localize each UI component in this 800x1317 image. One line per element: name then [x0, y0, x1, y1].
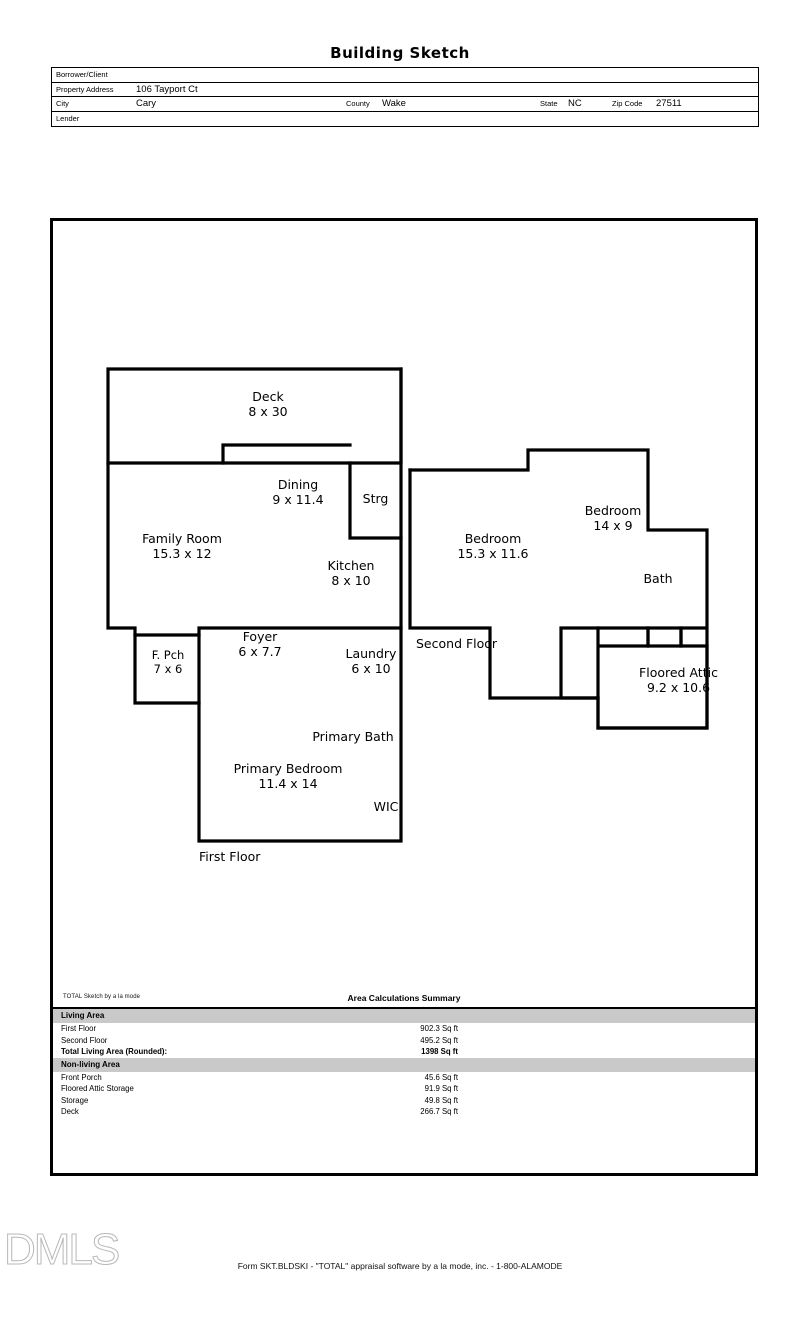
- calc-label-front-porch: Front Porch: [61, 1072, 102, 1082]
- room-label-family-room: Family Room 15.3 x 12: [142, 531, 222, 561]
- room-label-dining: Dining 9 x 11.4: [272, 477, 324, 507]
- calc-row-second-floor: Second Floor 495.2 Sq ft: [53, 1035, 755, 1047]
- floor-plan-vector: [106, 367, 709, 843]
- room-label-foyer: Foyer 6 x 7.7: [238, 629, 282, 659]
- deck-step-wall: [221, 443, 352, 465]
- calc-label-second-floor: Second Floor: [61, 1035, 108, 1045]
- summary-title-bar: TOTAL Sketch by a la mode Area Calculati…: [53, 991, 755, 1009]
- room-label-primary-bedroom: Primary Bedroom 11.4 x 14: [233, 761, 343, 791]
- first-floor-right-lower-wall: [197, 367, 403, 843]
- room-label-front-porch: F. Pch 7 x 6: [151, 648, 185, 676]
- room-label-wic: WIC: [373, 799, 399, 814]
- room-label-floored-attic: Floored Attic 9.2 x 10.6: [639, 665, 718, 695]
- room-label-bedroom-second: Bedroom 14 x 9: [584, 503, 642, 533]
- borrower-row: Borrower/Client: [52, 68, 758, 83]
- city-label: City: [56, 99, 69, 109]
- calc-label-storage: Storage: [61, 1095, 89, 1105]
- state-value: NC: [568, 98, 582, 110]
- calc-label-first-floor: First Floor: [61, 1024, 97, 1033]
- calc-row-first-floor: First Floor 902.3 Sq ft: [53, 1023, 755, 1035]
- property-address-row: Property Address 106 Tayport Ct: [52, 83, 758, 98]
- zip-code-label: Zip Code: [612, 99, 643, 109]
- nonliving-area-header: Non-living Area: [53, 1057, 755, 1072]
- lender-row: Lender: [52, 112, 758, 127]
- city-value: Cary: [136, 98, 157, 110]
- room-label-primary-bath: Primary Bath: [312, 729, 394, 744]
- sketch-credit: TOTAL Sketch by a la mode: [63, 994, 141, 1000]
- state-label: State: [540, 99, 558, 109]
- calc-row-deck: Deck 266.7 Sq ft: [53, 1106, 755, 1118]
- city-county-state-zip-row: City Cary County Wake State NC Zip Code …: [52, 97, 758, 112]
- lender-label: Lender: [56, 113, 80, 123]
- calc-row-total-living-area: Total Living Area (Rounded): 1398 Sq ft: [53, 1046, 755, 1058]
- calc-value-storage: 49.8 Sq ft: [424, 1095, 458, 1105]
- room-label-kitchen: Kitchen 8 x 10: [327, 558, 375, 588]
- area-calculations-summary: TOTAL Sketch by a la mode Area Calculati…: [53, 991, 755, 1173]
- calc-value-total-living-area: 1398 Sq ft: [421, 1047, 458, 1056]
- borrower-label: Borrower/Client: [56, 70, 108, 79]
- calc-row-storage: Storage 49.8 Sq ft: [53, 1095, 755, 1107]
- calc-value-first-floor: 902.3 Sq ft: [420, 1024, 458, 1033]
- room-label-bath: Bath: [643, 571, 673, 586]
- calc-label-floored-attic-storage: Floored Attic Storage: [61, 1084, 134, 1093]
- floor-plan-drawing: Deck 8 x 30 Dining 9 x 11.4 Strg Family …: [53, 221, 761, 1011]
- property-address-label: Property Address: [56, 84, 114, 94]
- zip-code-value: 27511: [656, 98, 682, 110]
- summary-heading: Area Calculations Summary: [347, 993, 461, 1003]
- calc-value-deck: 266.7 Sq ft: [420, 1107, 458, 1116]
- calc-value-second-floor: 495.2 Sq ft: [420, 1035, 458, 1045]
- county-value: Wake: [382, 98, 406, 110]
- room-label-deck: Deck 8 x 30: [248, 389, 288, 419]
- page-title: Building Sketch: [330, 44, 470, 62]
- first-floor-label: First Floor: [199, 849, 261, 864]
- room-label-bedroom-primary-upstairs: Bedroom 15.3 x 11.6: [457, 531, 529, 561]
- floored-attic-outline: [596, 626, 709, 730]
- room-label-storage: Strg: [362, 491, 389, 506]
- mls-watermark: DMLS: [3, 1225, 120, 1274]
- calc-label-deck: Deck: [61, 1107, 79, 1116]
- property-address-value: 106 Tayport Ct: [136, 83, 198, 95]
- property-identification-table: Borrower/Client Property Address 106 Tay…: [51, 67, 759, 128]
- county-label: County: [346, 99, 370, 109]
- front-porch-outline: [133, 633, 201, 705]
- calc-value-floored-attic-storage: 91.9 Sq ft: [424, 1084, 458, 1093]
- calc-row-front-porch: Front Porch 45.6 Sq ft: [53, 1072, 755, 1084]
- sketch-frame: Deck 8 x 30 Dining 9 x 11.4 Strg Family …: [50, 218, 758, 1176]
- second-floor-outline-left: [408, 468, 600, 700]
- second-floor-label: Second Floor: [416, 636, 498, 651]
- room-label-laundry: Laundry 6 x 10: [345, 646, 397, 676]
- living-area-header: Living Area: [53, 1009, 755, 1023]
- calc-row-floored-attic-storage: Floored Attic Storage 91.9 Sq ft: [53, 1083, 755, 1095]
- footer-form-line: Form SKT.BLDSKI - "TOTAL" appraisal soft…: [237, 1261, 563, 1271]
- calc-value-front-porch: 45.6 Sq ft: [424, 1072, 458, 1082]
- calc-label-total-living-area: Total Living Area (Rounded):: [61, 1047, 168, 1056]
- storage-outline: [348, 461, 403, 540]
